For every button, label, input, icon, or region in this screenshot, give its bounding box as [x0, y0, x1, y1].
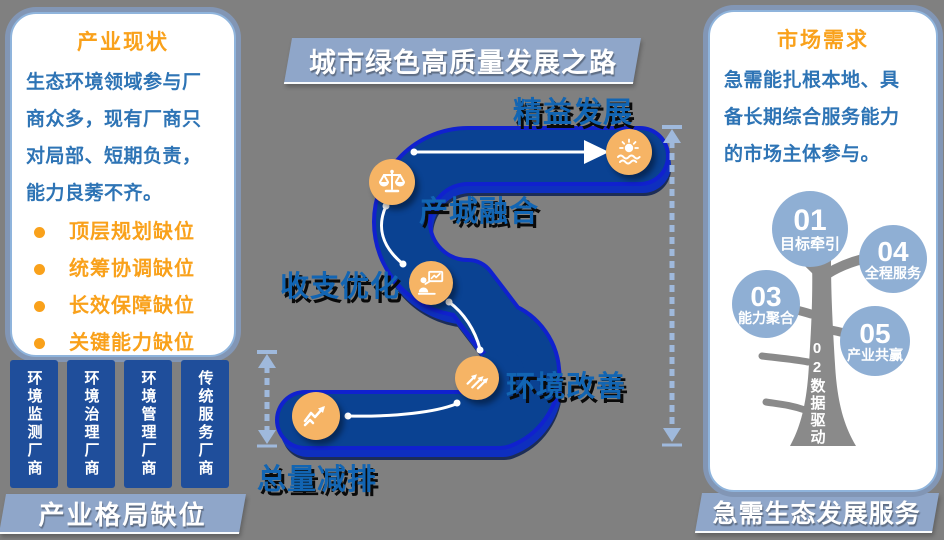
bullet-icon: [34, 264, 45, 275]
milestone-circle-budget: [409, 261, 453, 305]
tree-node-01: 01 目标牵引: [772, 191, 848, 267]
vendor-box-traditional: 传统服务厂商: [181, 360, 229, 488]
tree-node-label: 目标牵引: [779, 235, 840, 253]
dashed-arrow-right: [662, 125, 682, 447]
milestone-label-integration: 产城融合: [419, 196, 540, 228]
milestone-circle-emission: [292, 392, 340, 440]
rising-arrows-icon: [466, 374, 489, 390]
tree-node-05: 05 产业共赢: [840, 306, 910, 376]
bullet-item: 顶层规划缺位: [34, 214, 234, 251]
tree-node-label: 全程服务: [865, 265, 921, 282]
left-bottom-banner: 产业格局缺位: [0, 494, 247, 534]
right-bottom-banner: 急需生态发展服务: [694, 493, 939, 533]
body-line: 急需能扎根本地、具: [724, 70, 900, 91]
bullet-item: 长效保障缺位: [34, 288, 234, 325]
tree-node-number: 03: [750, 280, 782, 312]
body-line: 生态环境领域参与厂: [26, 72, 202, 93]
left-bottom-banner-text: 产业格局缺位: [38, 499, 207, 530]
gap-bullet-list: 顶层规划缺位 统筹协调缺位 长效保障缺位 关键能力缺位: [12, 214, 234, 362]
market-demand-title: 市场需求: [777, 29, 869, 52]
bullet-item: 统筹协调缺位: [34, 251, 234, 288]
tree-trunk-label: 02数据驱动: [808, 340, 826, 446]
milestone-label-emission: 总量减排: [257, 464, 378, 496]
milestone-label-lean: 精益发展: [513, 97, 634, 129]
body-line: 能力良莠不齐。: [26, 183, 163, 204]
bullet-item: 关键能力缺位: [34, 325, 234, 362]
center-title-banner: 城市绿色高质量发展之路: [283, 38, 641, 84]
vendor-box-treatment: 环境治理厂商: [67, 360, 115, 488]
tree-node-03: 03 能力聚合: [732, 270, 800, 338]
market-demand-body: 急需能扎根本地、具 备长期综合服务能力 的市场主体参与。: [710, 60, 936, 173]
tree-node-label: 能力聚合: [738, 310, 794, 327]
right-bottom-banner-text: 急需生态发展服务: [713, 500, 922, 528]
body-line: 备长期综合服务能力: [724, 107, 900, 128]
industry-status-card: 产业现状 生态环境领域参与厂 商众多，现有厂商只 对局部、短期负责， 能力良莠不…: [10, 12, 236, 357]
line-chart-icon: [303, 406, 325, 427]
vendor-box-monitoring: 环境监测厂商: [10, 360, 58, 488]
dashed-arrow-left: [257, 350, 277, 448]
milestone-label-budget: 收支优化: [280, 271, 401, 303]
bullet-icon: [34, 301, 45, 312]
market-demand-card: 市场需求 急需能扎根本地、具 备长期综合服务能力 的市场主体参与。 02数据驱动…: [708, 10, 938, 492]
bullet-icon: [34, 338, 45, 349]
sunrise-icon: [617, 138, 641, 165]
milestone-circle-lean: [606, 129, 652, 175]
industry-status-body: 生态环境领域参与厂 商众多，现有厂商只 对局部、短期负责， 能力良莠不齐。: [12, 62, 234, 212]
tree-node-number: 05: [859, 317, 891, 349]
presenter-icon: [417, 270, 444, 295]
vendor-box-management: 环境管理厂商: [124, 360, 172, 488]
milestone-circle-environment: [455, 356, 499, 400]
center-title-text: 城市绿色高质量发展之路: [308, 47, 617, 78]
milestone-circle-integration: [369, 159, 415, 205]
tree-node-number: 01: [793, 204, 827, 238]
tree-node-04: 04 全程服务: [859, 225, 927, 293]
milestone-label-environment: 环境改善: [506, 371, 627, 403]
body-line: 的市场主体参与。: [724, 144, 881, 165]
body-line: 对局部、短期负责，: [26, 146, 202, 167]
bullet-icon: [34, 227, 45, 238]
tree-node-number: 04: [877, 235, 909, 267]
tree-node-label: 产业共赢: [847, 347, 903, 364]
body-line: 商众多，现有厂商只: [26, 109, 202, 130]
balance-scale-icon: [379, 169, 405, 193]
industry-status-title: 产业现状: [77, 31, 169, 54]
